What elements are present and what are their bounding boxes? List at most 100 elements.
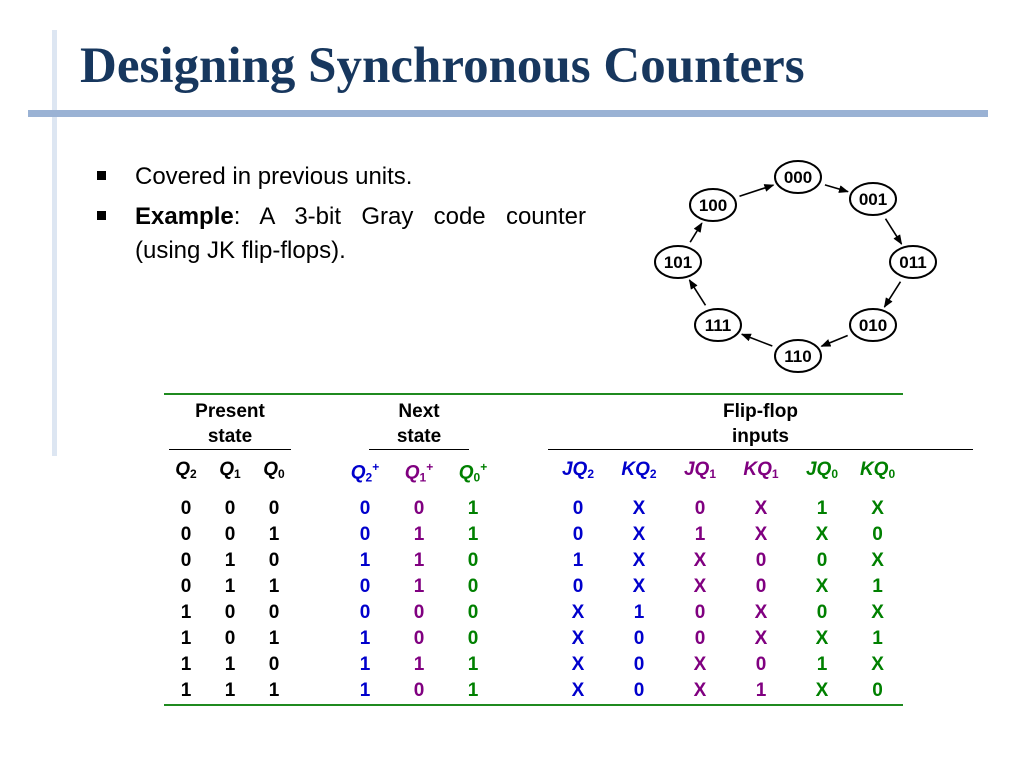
table-cell: 0: [268, 550, 280, 572]
table-cell: X: [871, 602, 884, 624]
table-cell: 0: [755, 550, 767, 572]
table-cell: 0: [816, 550, 828, 572]
transition-arrow-110-to-111: [740, 333, 773, 347]
table-cell: 0: [633, 628, 645, 650]
table-cell: X: [815, 680, 829, 702]
table-cell: 1: [413, 576, 425, 598]
state-node-label: 101: [664, 253, 692, 272]
transition-arrow-001-to-011: [884, 218, 903, 245]
table-cell: 0: [224, 602, 236, 624]
table-cell: 1: [180, 680, 192, 702]
table-cell: X: [693, 576, 707, 598]
table-cell: 0: [180, 550, 192, 572]
table-cell: 1: [268, 680, 280, 702]
table-cell: 1: [413, 550, 425, 572]
table-cell: 1: [359, 550, 371, 572]
column-header: Q2: [175, 459, 197, 482]
table-cell: X: [632, 550, 646, 572]
state-node-label: 011: [899, 253, 926, 272]
table-cell: 1: [572, 550, 584, 572]
table-cell: 0: [755, 654, 767, 676]
table-cell: 0: [816, 602, 828, 624]
table-cell: 1: [413, 654, 425, 676]
table-cell: X: [754, 602, 768, 624]
state-node-label: 010: [859, 316, 887, 335]
table-cell: 0: [413, 602, 425, 624]
table-cell: X: [754, 524, 768, 546]
column-header: JQ2: [561, 459, 595, 482]
state-node-outline: [654, 245, 702, 279]
transition-arrow-111-to-101: [688, 279, 707, 306]
table-cell: 0: [224, 524, 236, 546]
table-cell: 1: [180, 654, 192, 676]
transition-arrow-010-to-110: [820, 334, 848, 348]
table-cell: 0: [467, 628, 479, 650]
state-node-label: 001: [859, 190, 887, 209]
column-header: Q0+: [458, 460, 488, 485]
bullet-list: Covered in previous units. Example: A 3-…: [96, 160, 586, 274]
table-cell: 0: [359, 576, 371, 598]
table-cell: 1: [633, 602, 645, 624]
table-cell: 0: [694, 628, 706, 650]
table-cell: 0: [572, 498, 584, 520]
table-cell: 0: [359, 498, 371, 520]
column-header: JQ0: [805, 459, 839, 482]
table-cell: 1: [872, 628, 883, 650]
table-cell: 1: [224, 550, 236, 572]
state-node-101: 101: [654, 245, 702, 279]
table-cell: X: [693, 654, 707, 676]
state-node-outline: [774, 339, 822, 373]
table-cell: 0: [633, 680, 645, 702]
table-cell: 0: [224, 498, 236, 520]
transition-arrow-000-to-001: [824, 184, 849, 193]
table-cell: 0: [413, 628, 425, 650]
table-cell: 0: [872, 680, 883, 702]
table-cell: 0: [224, 628, 236, 650]
table-cell: 1: [359, 654, 371, 676]
bullet-square-icon: [97, 211, 106, 220]
transition-arrow-011-to-010: [883, 281, 902, 308]
state-node-outline: [694, 308, 742, 342]
table-cell: 1: [755, 680, 767, 702]
table-cell: 0: [413, 680, 425, 702]
table-cell: 1: [467, 524, 479, 546]
state-node-outline: [849, 308, 897, 342]
bullet-item: Example: A 3-bit Gray code counter (usin…: [96, 200, 586, 268]
table-cell: X: [571, 654, 585, 676]
column-header: KQ1: [743, 459, 779, 482]
column-header: Q1: [219, 459, 241, 482]
table-cell: 1: [694, 524, 706, 546]
table-cell: X: [632, 576, 646, 598]
table-cell: X: [571, 602, 585, 624]
table-cell: 0: [467, 602, 479, 624]
table-cell: X: [871, 498, 884, 520]
table-cell: 0: [633, 654, 645, 676]
table-cell: X: [871, 550, 884, 572]
slide-title: Designing Synchronous Counters: [80, 38, 805, 94]
table-cell: 1: [268, 524, 280, 546]
bullet-text: Covered in previous units.: [135, 163, 413, 190]
table-cell: 0: [694, 498, 706, 520]
table-cell: 0: [180, 498, 192, 520]
table-cell: 0: [268, 654, 280, 676]
table-cell: 0: [268, 602, 280, 624]
state-node-010: 010: [849, 308, 897, 342]
table-cell: 1: [872, 576, 883, 598]
table-cell: X: [632, 498, 646, 520]
table-cell: 1: [268, 628, 280, 650]
transition-arrow-101-to-100: [689, 222, 703, 243]
column-header: KQ0: [859, 459, 896, 482]
table-cell: X: [754, 628, 768, 650]
table-cell: 0: [180, 576, 192, 598]
state-node-outline: [689, 188, 737, 222]
